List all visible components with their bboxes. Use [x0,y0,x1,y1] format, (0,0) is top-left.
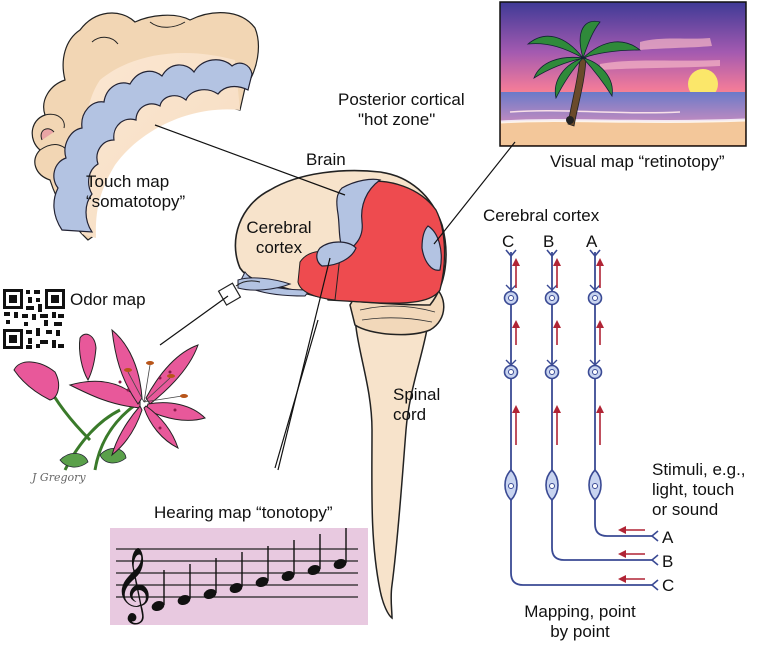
touch-map-line2: “somatotopy” [86,192,186,211]
stimulus-arrow-head [618,526,626,534]
pathway-diagram [503,249,659,591]
note-head [333,558,347,570]
synapse-fork [505,284,517,291]
mapping-line1: Mapping, point [524,602,636,621]
dendrite-fork [589,249,601,258]
odor-map-label: Odor map [70,290,146,309]
signal-arrow-head [553,320,561,328]
pathway-line [551,252,652,561]
clouds [600,38,720,70]
somatosensory-band [336,178,382,253]
beach [501,120,745,145]
notes [151,528,347,612]
music-staff: 𝄞 [110,528,368,625]
touch-map-illustration [31,12,260,241]
auditory-region [316,241,357,267]
note-head [307,564,321,576]
neuron-nucleus [508,295,514,301]
mapping-line2: by point [550,622,610,641]
note-head [203,588,217,600]
signal-arrow-head [553,405,561,413]
cerebral-cortex-line2: cortex [255,238,303,257]
lily-bud [13,361,60,401]
signal-arrow-head [596,405,604,413]
synapse-fork [589,359,601,366]
cortex-title-label: Cerebral cortex [483,206,600,225]
palm-leaves [526,20,642,100]
ganglion-nucleus [549,483,555,489]
stimuli-line2: light, touch [652,480,735,499]
synapse-fork [589,284,601,291]
neuron-nucleus [592,295,598,301]
synapse-fork [546,284,558,291]
neuron-nucleus [549,295,555,301]
touch-map-label: Touch map “somatotopy” [86,172,185,212]
posterior-label: Posterior cortical "hot zone" [338,90,465,130]
note-head [255,576,269,588]
visual-region [421,225,442,271]
stimulus-arrow-head [618,550,626,558]
neuron-nucleus [592,369,598,375]
touch-map-line1: Touch map [86,172,170,191]
signal-arrow-head [512,258,520,266]
palm-trunk [567,57,587,127]
stimulus-c: C [662,576,675,595]
lily-illustration [13,328,206,471]
stimulus-b: B [662,552,674,571]
dendrite-fork [546,249,558,258]
synapse-fork [505,359,517,366]
posterior-label-line2: "hot zone" [358,110,436,129]
signal-arrow-head [596,258,604,266]
neuron-nucleus [549,369,555,375]
cerebral-cortex-label: Cerebral cortex [240,218,318,258]
ganglion-nucleus [592,483,598,489]
column-top-a: A [586,232,598,251]
column-top-c: C [502,232,515,251]
brain-label: Brain [306,150,346,169]
ganglion-nucleus [508,483,514,489]
spinal-cord-line2: cord [393,405,427,424]
cerebral-cortex-line1: Cerebral [246,218,312,237]
brain-illustration [217,169,447,620]
signal-arrow-head [512,405,520,413]
stimulus-arrow-head [618,575,626,583]
visual-map-illustration [499,1,747,147]
leader-lines [154,124,516,471]
receptor-fork [650,530,659,542]
qr-code [2,288,66,350]
signal-arrow-head [553,258,561,266]
receptor-fork [650,579,659,591]
column-top-b: B [543,232,555,251]
receptor-fork [650,554,659,566]
synapse-fork [546,359,558,366]
hearing-map-label: Hearing map “tonotopy” [154,503,333,522]
artist-signature: J Gregory [32,471,86,484]
note-head [281,570,295,582]
pathway-line [594,252,652,537]
dendrite-fork [505,249,517,258]
treble-clef: 𝄞 [114,548,152,625]
signal-arrow-head [512,320,520,328]
note-head [229,582,243,594]
mapping-label: Mapping, point by point [500,602,660,642]
sun [688,69,718,99]
stimuli-line3: or sound [652,500,719,519]
stimulus-a: A [662,528,674,547]
neuron-nucleus [508,369,514,375]
spinal-cord-shape [353,299,431,620]
spinal-cord-line1: Spinal [393,385,441,404]
signal-arrow-head [596,320,604,328]
spinal-cord-label: Spinal cord [393,385,440,425]
posterior-label-line1: Posterior cortical [338,90,465,109]
pathway-line [510,252,652,586]
stimuli-label: Stimuli, e.g., light, touch or sound [652,460,746,520]
stimuli-line1: Stimuli, e.g., [652,460,746,479]
note-head [177,594,191,606]
note-head [151,600,165,612]
visual-map-label: Visual map “retinotopy” [550,152,725,171]
somatotopy-band [53,59,253,233]
